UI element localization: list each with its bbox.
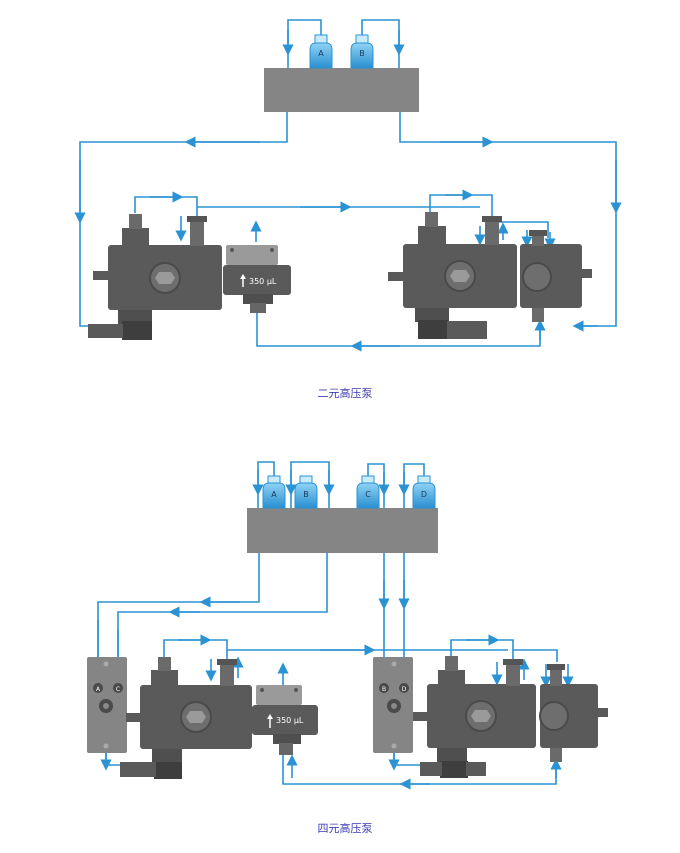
degasser-block-4 [247, 508, 438, 553]
bottle-b-label: B [359, 49, 365, 58]
right-proportioning-valve: B D [373, 657, 413, 753]
bottle-a-label-4: A [271, 490, 277, 499]
solvent-bottle-b-4: B [294, 475, 318, 509]
bottle-a-label: A [318, 49, 324, 58]
solvent-bottle-a-4: A [262, 475, 286, 509]
left-pump-head-4 [120, 657, 252, 779]
solvent-bottle-d-4: D [412, 475, 436, 509]
right-pump-head [388, 212, 592, 339]
solvent-bottle-a: A [309, 34, 333, 69]
bottle-d-label-4: D [421, 490, 427, 499]
quaternary-caption: 四元高压泵 [318, 821, 373, 835]
binary-volume-label: 350 µL [249, 277, 277, 286]
solvent-bottle-b: B [350, 34, 374, 69]
binary-damper: 350 µL [223, 245, 291, 313]
valve-a-label: A [96, 686, 101, 693]
bottle-b-label-4: B [303, 490, 309, 499]
valve-d-label: D [402, 686, 407, 693]
left-proportioning-valve: A C [87, 657, 127, 753]
degasser-block [264, 68, 419, 112]
quaternary-pump-diagram: A B C D [87, 461, 608, 835]
binary-pump-diagram: A B [74, 19, 622, 400]
right-pump-head-4 [413, 656, 608, 778]
binary-caption: 二元高压泵 [318, 386, 373, 400]
solvent-bottle-c-4: C [356, 475, 380, 509]
quaternary-damper: 350 µL [252, 685, 318, 755]
valve-b-label: B [382, 686, 386, 693]
quaternary-volume-label: 350 µL [276, 716, 304, 725]
bottle-c-label-4: C [365, 490, 371, 499]
valve-c-label: C [116, 686, 120, 693]
left-pump-head [88, 214, 222, 340]
